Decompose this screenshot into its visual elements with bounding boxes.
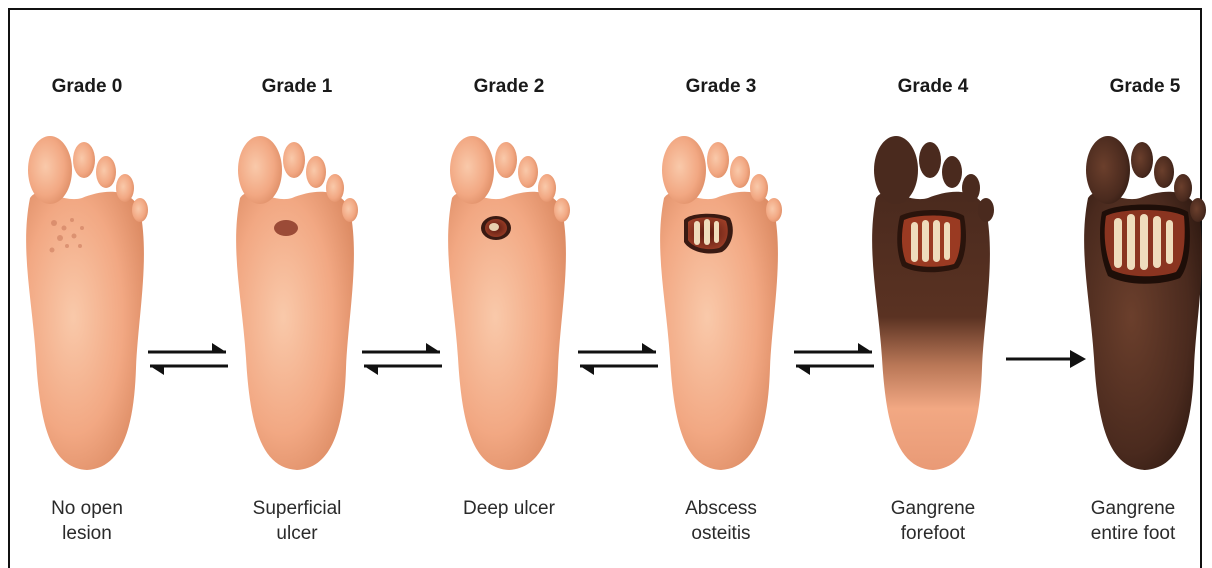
equilibrium-arrow-0-1 [146,338,230,380]
foot-shape [236,136,358,470]
foot-grade-2-illustration [434,128,584,473]
foot-grade-3-illustration [646,128,796,473]
grade-0-caption: No open lesion [2,496,172,546]
grade-0-title: Grade 0 [12,76,162,98]
grade-5-caption: Gangrene entire foot [1048,496,1212,546]
foot-shape [660,136,782,470]
caption-line: Superficial [212,496,382,521]
equilibrium-arrow-1-2 [360,338,444,380]
caption-line: No open [2,496,172,521]
grade-3-title: Grade 3 [646,76,796,98]
caption-line: ulcer [212,521,382,546]
figure-frame [8,8,1202,568]
caption-line: Deep ulcer [424,496,594,521]
forward-arrow-4-5 [1004,338,1088,380]
foot-shape [1084,136,1206,470]
deep-ulcer [481,216,511,240]
foot-shape [448,136,570,470]
grade-3-caption: Abscess osteitis [636,496,806,546]
grade-2-title: Grade 2 [434,76,584,98]
caption-line: Gangrene [1048,496,1212,521]
caption-line: osteitis [636,521,806,546]
grade-5-title: Grade 5 [1070,76,1212,98]
caption-line: entire foot [1048,521,1212,546]
grade-1-title: Grade 1 [222,76,372,98]
foot-grade-5-illustration [1070,128,1212,473]
caption-line: Abscess [636,496,806,521]
foot-grade-0-illustration [12,128,162,473]
foot-grade-1-illustration [222,128,372,473]
caption-line: forefoot [848,521,1018,546]
equilibrium-arrow-2-3 [576,338,660,380]
grade-4-title: Grade 4 [858,76,1008,98]
grade-4-caption: Gangrene forefoot [848,496,1018,546]
abscess-wound [684,214,733,254]
foot-shape [26,136,148,470]
caption-line: lesion [2,521,172,546]
grade-1-caption: Superficial ulcer [212,496,382,546]
grade-2-caption: Deep ulcer [424,496,594,521]
foot-shape [872,136,994,470]
gangrene-wound [1100,205,1190,284]
gangrene-wound [897,210,966,272]
superficial-ulcer [274,220,298,236]
equilibrium-arrow-3-4 [792,338,876,380]
caption-line: Gangrene [848,496,1018,521]
foot-grade-4-illustration [858,128,1008,473]
